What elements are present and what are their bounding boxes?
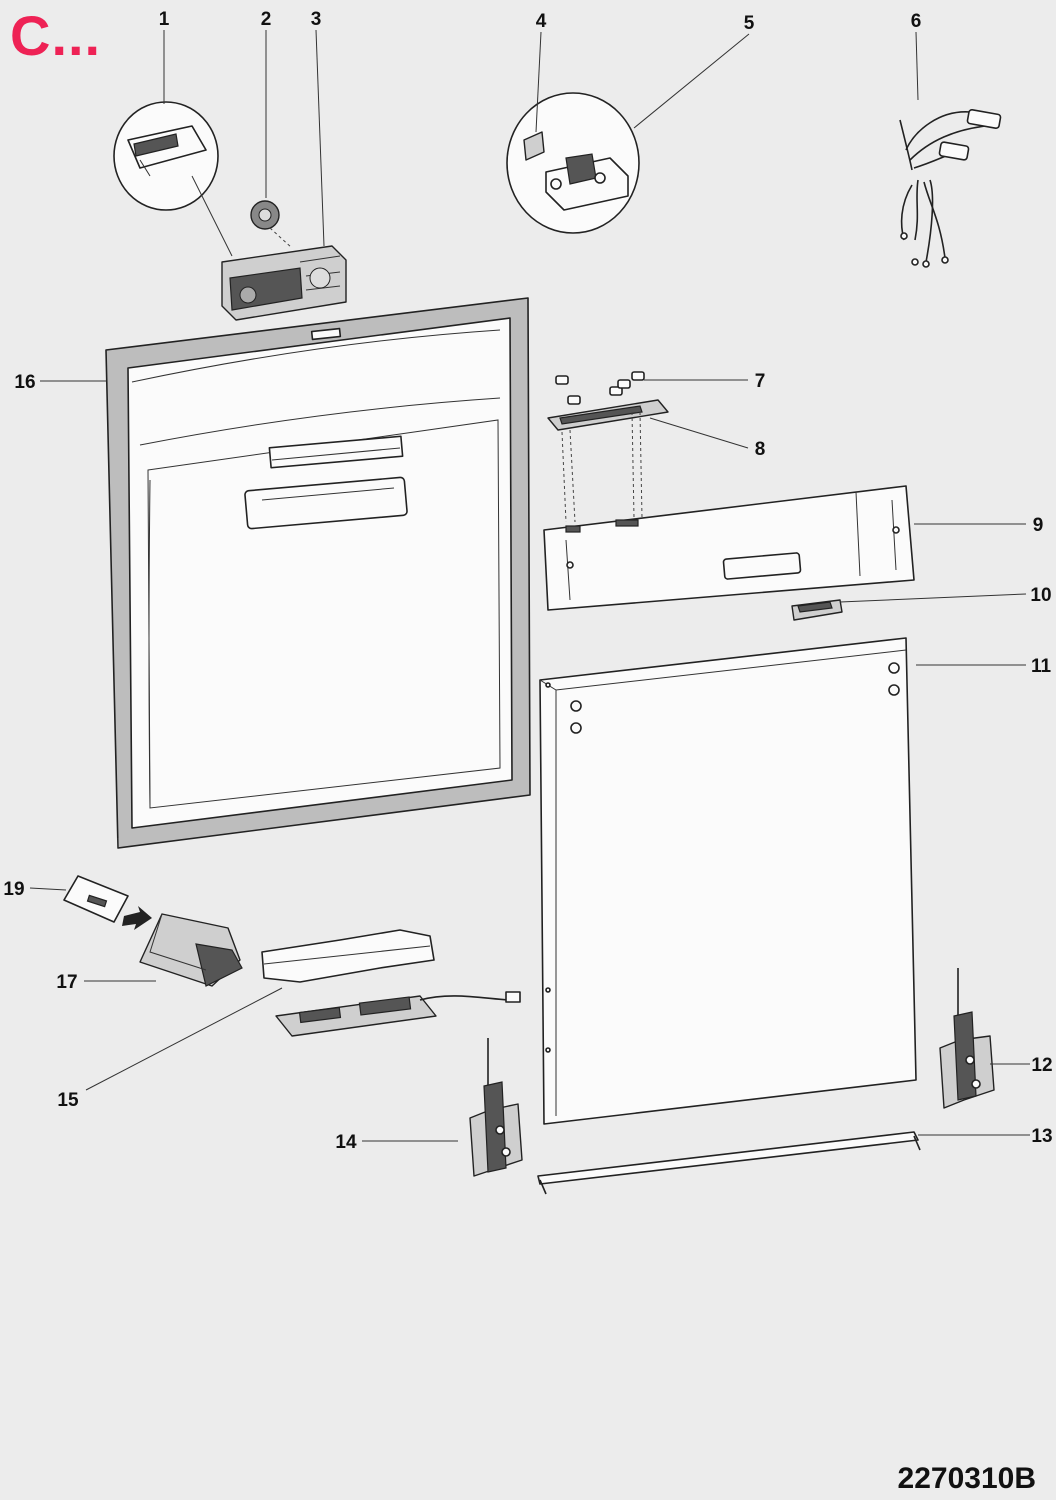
callout-4: 4 bbox=[536, 11, 547, 32]
part-9-control-panel[interactable] bbox=[543, 485, 915, 611]
leader-lines bbox=[29, 29, 1030, 1142]
part-17-module[interactable] bbox=[139, 913, 243, 987]
callout-9: 9 bbox=[1033, 515, 1044, 536]
part-10-clip[interactable] bbox=[791, 599, 843, 621]
part-12-hinge-right[interactable] bbox=[939, 968, 995, 1109]
callout-14: 14 bbox=[335, 1132, 357, 1153]
callout-3: 3 bbox=[311, 9, 322, 30]
model-code-label: C... bbox=[10, 4, 102, 67]
callout-1: 1 bbox=[159, 9, 170, 30]
callout-7: 7 bbox=[755, 371, 766, 392]
part-15-electronic-board[interactable] bbox=[261, 929, 521, 1037]
drawing-number: 2270310B bbox=[897, 1462, 1036, 1495]
callout-5: 5 bbox=[744, 13, 755, 34]
part-14-hinge-left[interactable] bbox=[469, 1038, 523, 1177]
part-5-latch-detail[interactable] bbox=[506, 92, 640, 234]
callout-10: 10 bbox=[1030, 585, 1051, 606]
part-3-dispenser[interactable] bbox=[221, 227, 347, 321]
part-11-outer-panel[interactable] bbox=[539, 637, 917, 1125]
part-13-bottom-bar[interactable] bbox=[537, 1131, 921, 1195]
callout-12: 12 bbox=[1031, 1055, 1052, 1076]
callout-6: 6 bbox=[911, 11, 922, 32]
callout-11: 11 bbox=[1031, 656, 1052, 677]
part-8-control-strip[interactable] bbox=[547, 399, 669, 431]
callout-13: 13 bbox=[1031, 1126, 1052, 1147]
callout-2: 2 bbox=[261, 9, 272, 30]
part-19-label-card[interactable] bbox=[63, 875, 152, 930]
part-7-pads[interactable] bbox=[555, 371, 645, 405]
part-1-module-detail[interactable] bbox=[113, 101, 233, 257]
callout-16: 16 bbox=[14, 372, 35, 393]
callout-numbers: 1 2 3 4 5 6 7 8 9 10 11 12 13 14 15 16 1… bbox=[3, 9, 1052, 1153]
callout-15: 15 bbox=[57, 1090, 79, 1111]
callout-17: 17 bbox=[56, 972, 77, 993]
part-2-ring[interactable] bbox=[250, 200, 280, 230]
callout-19: 19 bbox=[3, 879, 24, 900]
part-6-wiring-harness[interactable] bbox=[899, 109, 1002, 268]
part-16-inner-door[interactable] bbox=[105, 297, 531, 849]
callout-8: 8 bbox=[755, 439, 766, 460]
